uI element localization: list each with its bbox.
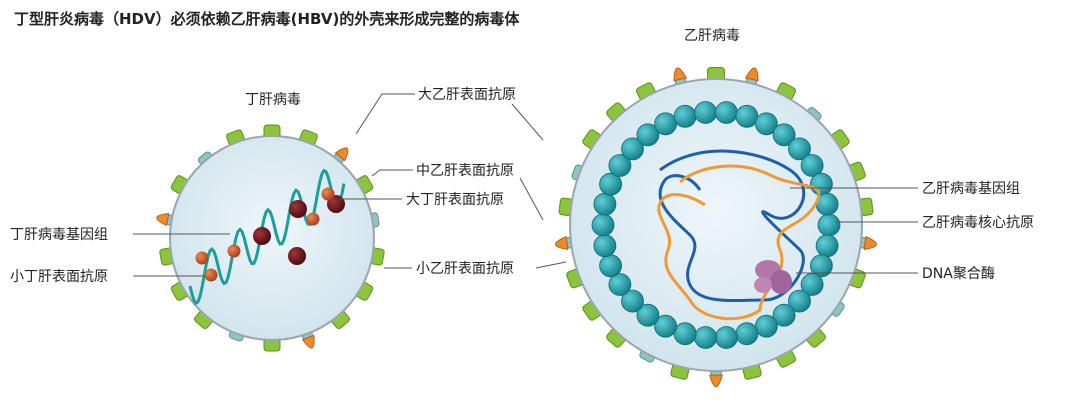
capsid-bead (788, 137, 811, 161)
diagram-title: 丁型肝炎病毒（HDV）必须依赖乙肝病毒(HBV)的外壳来形成完整的病毒体 (14, 10, 520, 28)
capsid-bead (772, 303, 796, 327)
hbv-name: 乙肝病毒 (684, 28, 740, 44)
large-delta-antigen (289, 200, 307, 218)
hdv-rna-genome (188, 168, 346, 306)
label-hdv-genome: 丁肝病毒基因组 (10, 226, 108, 243)
capsid-bead (654, 314, 677, 338)
hdv-virion (156, 124, 385, 352)
capsid-bead (735, 322, 759, 346)
capsid-bead (755, 314, 778, 338)
hbv-capsid (591, 101, 841, 349)
capsid-bead (810, 172, 833, 196)
capsid-bead (636, 303, 660, 327)
capsid-bead (694, 326, 717, 349)
capsid-bead (815, 234, 839, 258)
capsid-bead (735, 104, 759, 128)
label-middle-surface-antigen: 中乙肝表面抗原 (416, 163, 514, 179)
hdv-name: 丁肝病毒 (245, 92, 301, 108)
capsid-bead (788, 289, 811, 313)
capsid-bead (694, 101, 717, 124)
leader-large-surface-hbv (511, 103, 544, 141)
capsid-bead (755, 112, 778, 136)
capsid-bead (673, 322, 697, 346)
leader-large-surface-hdv (355, 93, 415, 135)
small-delta-antigen (321, 187, 335, 201)
label-large-surface-antigen: 大乙肝表面抗原 (418, 87, 516, 103)
capsid-bead (715, 326, 738, 349)
dna-polymerase-shape (754, 260, 792, 294)
capsid-bead (817, 213, 841, 237)
capsid-bead (673, 104, 697, 128)
small-delta-antigen (306, 212, 320, 226)
small-delta-antigen (195, 251, 209, 265)
capsid-bead (636, 123, 660, 147)
capsid-bead (772, 123, 796, 147)
label-small-surface-antigen: 小乙肝表面抗原 (416, 261, 514, 277)
hbv-virion (555, 67, 877, 388)
capsid-bead (621, 137, 644, 161)
label-large-delta-antigen: 大丁肝表面抗原 (406, 192, 504, 208)
capsid-bead (810, 254, 833, 278)
capsid-bead (593, 234, 617, 258)
capsid-bead (591, 213, 615, 237)
label-small-delta-antigen: 小丁肝表面抗原 (10, 269, 108, 285)
hdv-envelope (169, 135, 375, 341)
capsid-bead (715, 101, 738, 124)
capsid-bead (593, 192, 617, 216)
large-delta-antigen (288, 247, 306, 265)
small-delta-antigen (227, 244, 241, 258)
label-hbv-genome: 乙肝病毒基因组 (922, 180, 1020, 197)
leader-small-surface-hbv (535, 261, 567, 269)
capsid-bead (599, 254, 622, 278)
label-dna-polymerase: DNA聚合酶 (922, 266, 995, 282)
capsid-bead (800, 154, 824, 177)
capsid-bead (654, 112, 677, 136)
capsid-bead (621, 289, 644, 313)
capsid-bead (599, 172, 622, 196)
leader-middle-surface-hbv (519, 177, 544, 221)
label-hbv-core-antigen: 乙肝病毒核心抗原 (922, 215, 1034, 231)
leader-middle-surface (371, 169, 413, 177)
small-delta-antigen (204, 268, 218, 282)
capsid-bead (608, 154, 632, 177)
large-delta-antigen (253, 227, 271, 245)
capsid-bead (608, 273, 632, 296)
hbv-dna-strand-orange (657, 164, 821, 321)
